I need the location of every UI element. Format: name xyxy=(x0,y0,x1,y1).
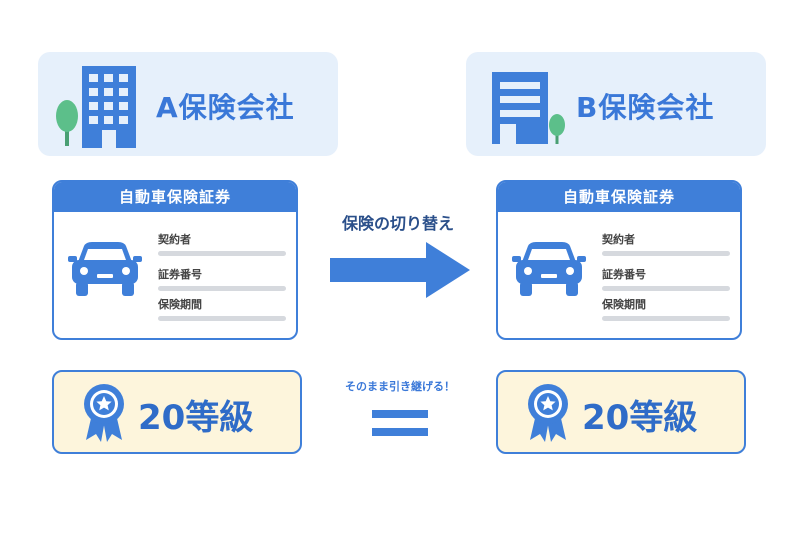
arrow-label: 保険の切り替え xyxy=(341,214,454,233)
grade-value-b: 20等級 xyxy=(582,398,698,438)
tree-icon xyxy=(56,100,78,146)
company-a-name: A保険会社 xyxy=(156,91,295,124)
building-icon xyxy=(492,72,548,144)
card-title: 自動車保険証券 xyxy=(54,182,296,212)
award-badge-icon xyxy=(528,384,568,442)
field-line xyxy=(158,316,286,321)
field-label-period: 保険期間 xyxy=(158,298,202,311)
company-b-header: B保険会社 xyxy=(466,52,766,156)
grade-box-b: 20等級 xyxy=(496,370,746,454)
card-title: 自動車保険証券 xyxy=(498,182,740,212)
insurance-card-a: 自動車保険証券 契約者 証券番号 保険期間 xyxy=(52,180,298,340)
award-badge-icon xyxy=(84,384,124,442)
grade-value-a: 20等級 xyxy=(138,398,254,438)
grade-box-a: 20等級 xyxy=(52,370,302,454)
field-label-contractor: 契約者 xyxy=(602,233,635,246)
tree-icon xyxy=(549,114,565,144)
equals-icon xyxy=(372,410,428,436)
field-label-contractor: 契約者 xyxy=(158,233,191,246)
field-label-period: 保険期間 xyxy=(602,298,646,311)
company-a-header: A保険会社 xyxy=(38,52,338,156)
field-line xyxy=(602,251,730,256)
carry-over-label: そのまま引き継げる！ xyxy=(345,380,455,393)
field-label-policy-number: 証券番号 xyxy=(602,268,646,281)
car-icon xyxy=(512,242,586,296)
insurance-card-b: 自動車保険証券 契約者 証券番号 保険期間 xyxy=(496,180,742,340)
field-line xyxy=(158,251,286,256)
company-b-name: B保険会社 xyxy=(576,91,715,124)
building-icon xyxy=(82,66,136,148)
arrow-right-icon xyxy=(330,242,470,298)
field-label-policy-number: 証券番号 xyxy=(158,268,202,281)
field-line xyxy=(602,316,730,321)
field-line xyxy=(602,286,730,291)
car-icon xyxy=(68,242,142,296)
field-line xyxy=(158,286,286,291)
